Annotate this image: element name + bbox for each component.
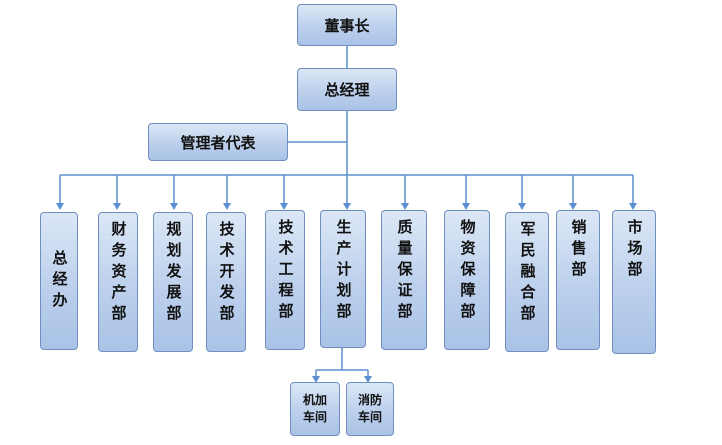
dept-label: 销售部	[569, 219, 588, 282]
dept-civil-military-integration: 军民融合部	[505, 212, 549, 352]
dept-0-arrowhead	[56, 203, 64, 210]
dept-4-arrowhead	[280, 203, 288, 210]
dept-5-arrowhead	[343, 203, 351, 210]
workshop-fire-protection: 消防 车间	[346, 382, 394, 436]
dept-6-arrowhead	[401, 203, 409, 210]
chairman-box: 董事长	[297, 4, 397, 46]
dept-label: 生产计划部	[334, 219, 353, 324]
workshop-machining: 机加 车间	[290, 382, 340, 436]
dept-general-office: 总经办	[40, 212, 78, 350]
dept-10-arrowhead	[629, 203, 637, 210]
workshop-1-arrowhead	[364, 376, 372, 383]
dept-label: 总经办	[50, 249, 69, 313]
dept-material-support: 物资保障部	[444, 210, 490, 350]
general-manager-box: 总经理	[297, 68, 397, 111]
dept-tech-engineering: 技术工程部	[265, 210, 305, 350]
workshop-0-arrowhead	[312, 376, 320, 383]
general-manager-label: 总经理	[324, 81, 370, 99]
dept-label: 技术开发部	[217, 221, 236, 326]
dept-3-arrowhead	[223, 203, 231, 210]
dept-label: 财务资产部	[109, 221, 128, 326]
dept-8-arrowhead	[518, 203, 526, 210]
dept-label: 质量保证部	[395, 219, 414, 324]
dept-sales: 销售部	[556, 210, 600, 350]
workshop-label: 消防 车间	[357, 393, 382, 424]
chairman-label: 董事长	[324, 16, 370, 35]
dept-label: 军民融合部	[518, 221, 537, 326]
dept-2-arrowhead	[170, 203, 178, 210]
dept-9-arrowhead	[569, 203, 577, 210]
dept-planning-development: 规划发展部	[153, 212, 193, 352]
workshop-label: 机加 车间	[302, 393, 327, 424]
dept-marketing: 市场部	[612, 210, 656, 354]
management-representative-label: 管理者代表	[180, 133, 256, 152]
dept-7-arrowhead	[462, 203, 470, 210]
dept-label: 规划发展部	[164, 221, 183, 326]
dept-finance-assets: 财务资产部	[98, 212, 138, 352]
dept-production-planning: 生产计划部	[320, 210, 366, 348]
dept-tech-development: 技术开发部	[206, 212, 246, 352]
dept-label: 物资保障部	[458, 219, 477, 324]
dept-label: 技术工程部	[276, 219, 295, 324]
dept-1-arrowhead	[113, 203, 121, 210]
dept-label: 市场部	[625, 219, 644, 282]
management-representative-box: 管理者代表	[148, 123, 288, 161]
dept-quality-assurance: 质量保证部	[381, 210, 427, 350]
